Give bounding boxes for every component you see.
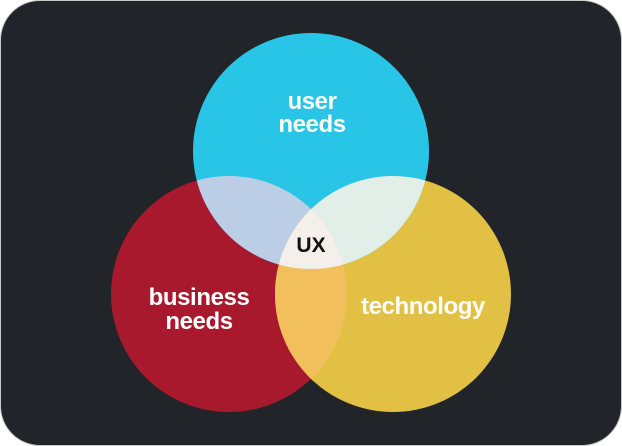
user-needs-label-line1: user xyxy=(287,88,336,115)
business-needs-label-line1: business xyxy=(149,284,250,311)
ux-label: UX xyxy=(296,234,325,257)
user-business-overlap xyxy=(193,176,347,269)
user-needs-label-line2: needs xyxy=(278,111,345,138)
business-needs-label-line2: needs xyxy=(165,308,232,335)
technology-label: technology xyxy=(361,293,486,320)
user-technology-overlap xyxy=(275,176,429,269)
